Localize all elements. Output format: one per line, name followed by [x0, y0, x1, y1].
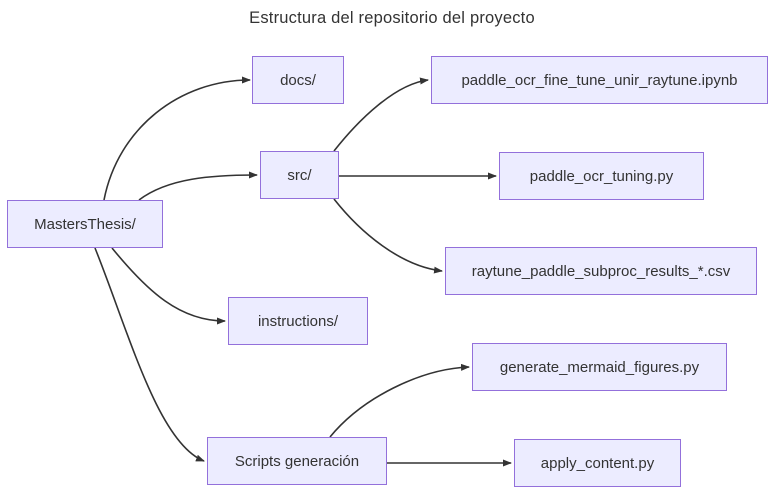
edge-scripts-generate — [329, 363, 470, 438]
node-generate: generate_mermaid_figures.py — [472, 343, 727, 391]
node-docs: docs/ — [252, 56, 344, 104]
edge-masters-instructions — [111, 247, 226, 325]
edge-src-ipynb — [333, 77, 429, 152]
edge-masters-scripts — [94, 247, 205, 462]
diagram-title: Estructura del repositorio del proyecto — [249, 9, 535, 27]
node-ipynb: paddle_ocr_fine_tune_unir_raytune.ipynb — [431, 56, 768, 104]
node-tuning: paddle_ocr_tuning.py — [499, 152, 704, 200]
node-label: instructions/ — [257, 312, 339, 330]
node-scripts: Scripts generación — [207, 437, 387, 485]
node-src: src/ — [260, 151, 339, 199]
node-label: docs/ — [280, 71, 316, 89]
node-label: apply_content.py — [540, 454, 655, 472]
node-csv: raytune_paddle_subproc_results_*.csv — [445, 247, 757, 295]
node-label: paddle_ocr_tuning.py — [529, 167, 674, 185]
node-label: Scripts generación — [234, 452, 360, 470]
node-apply: apply_content.py — [514, 439, 681, 487]
edge-masters-src — [138, 171, 258, 201]
node-label: raytune_paddle_subproc_results_*.csv — [471, 262, 731, 280]
edge-masters-docs — [103, 76, 251, 201]
node-instructions: instructions/ — [228, 297, 368, 345]
node-label: MastersThesis/ — [34, 215, 136, 233]
edge-src-csv — [333, 198, 443, 274]
node-label: src/ — [287, 166, 312, 184]
node-label: paddle_ocr_fine_tune_unir_raytune.ipynb — [461, 71, 738, 89]
node-label: generate_mermaid_figures.py — [499, 358, 700, 376]
node-masters: MastersThesis/ — [7, 200, 163, 248]
